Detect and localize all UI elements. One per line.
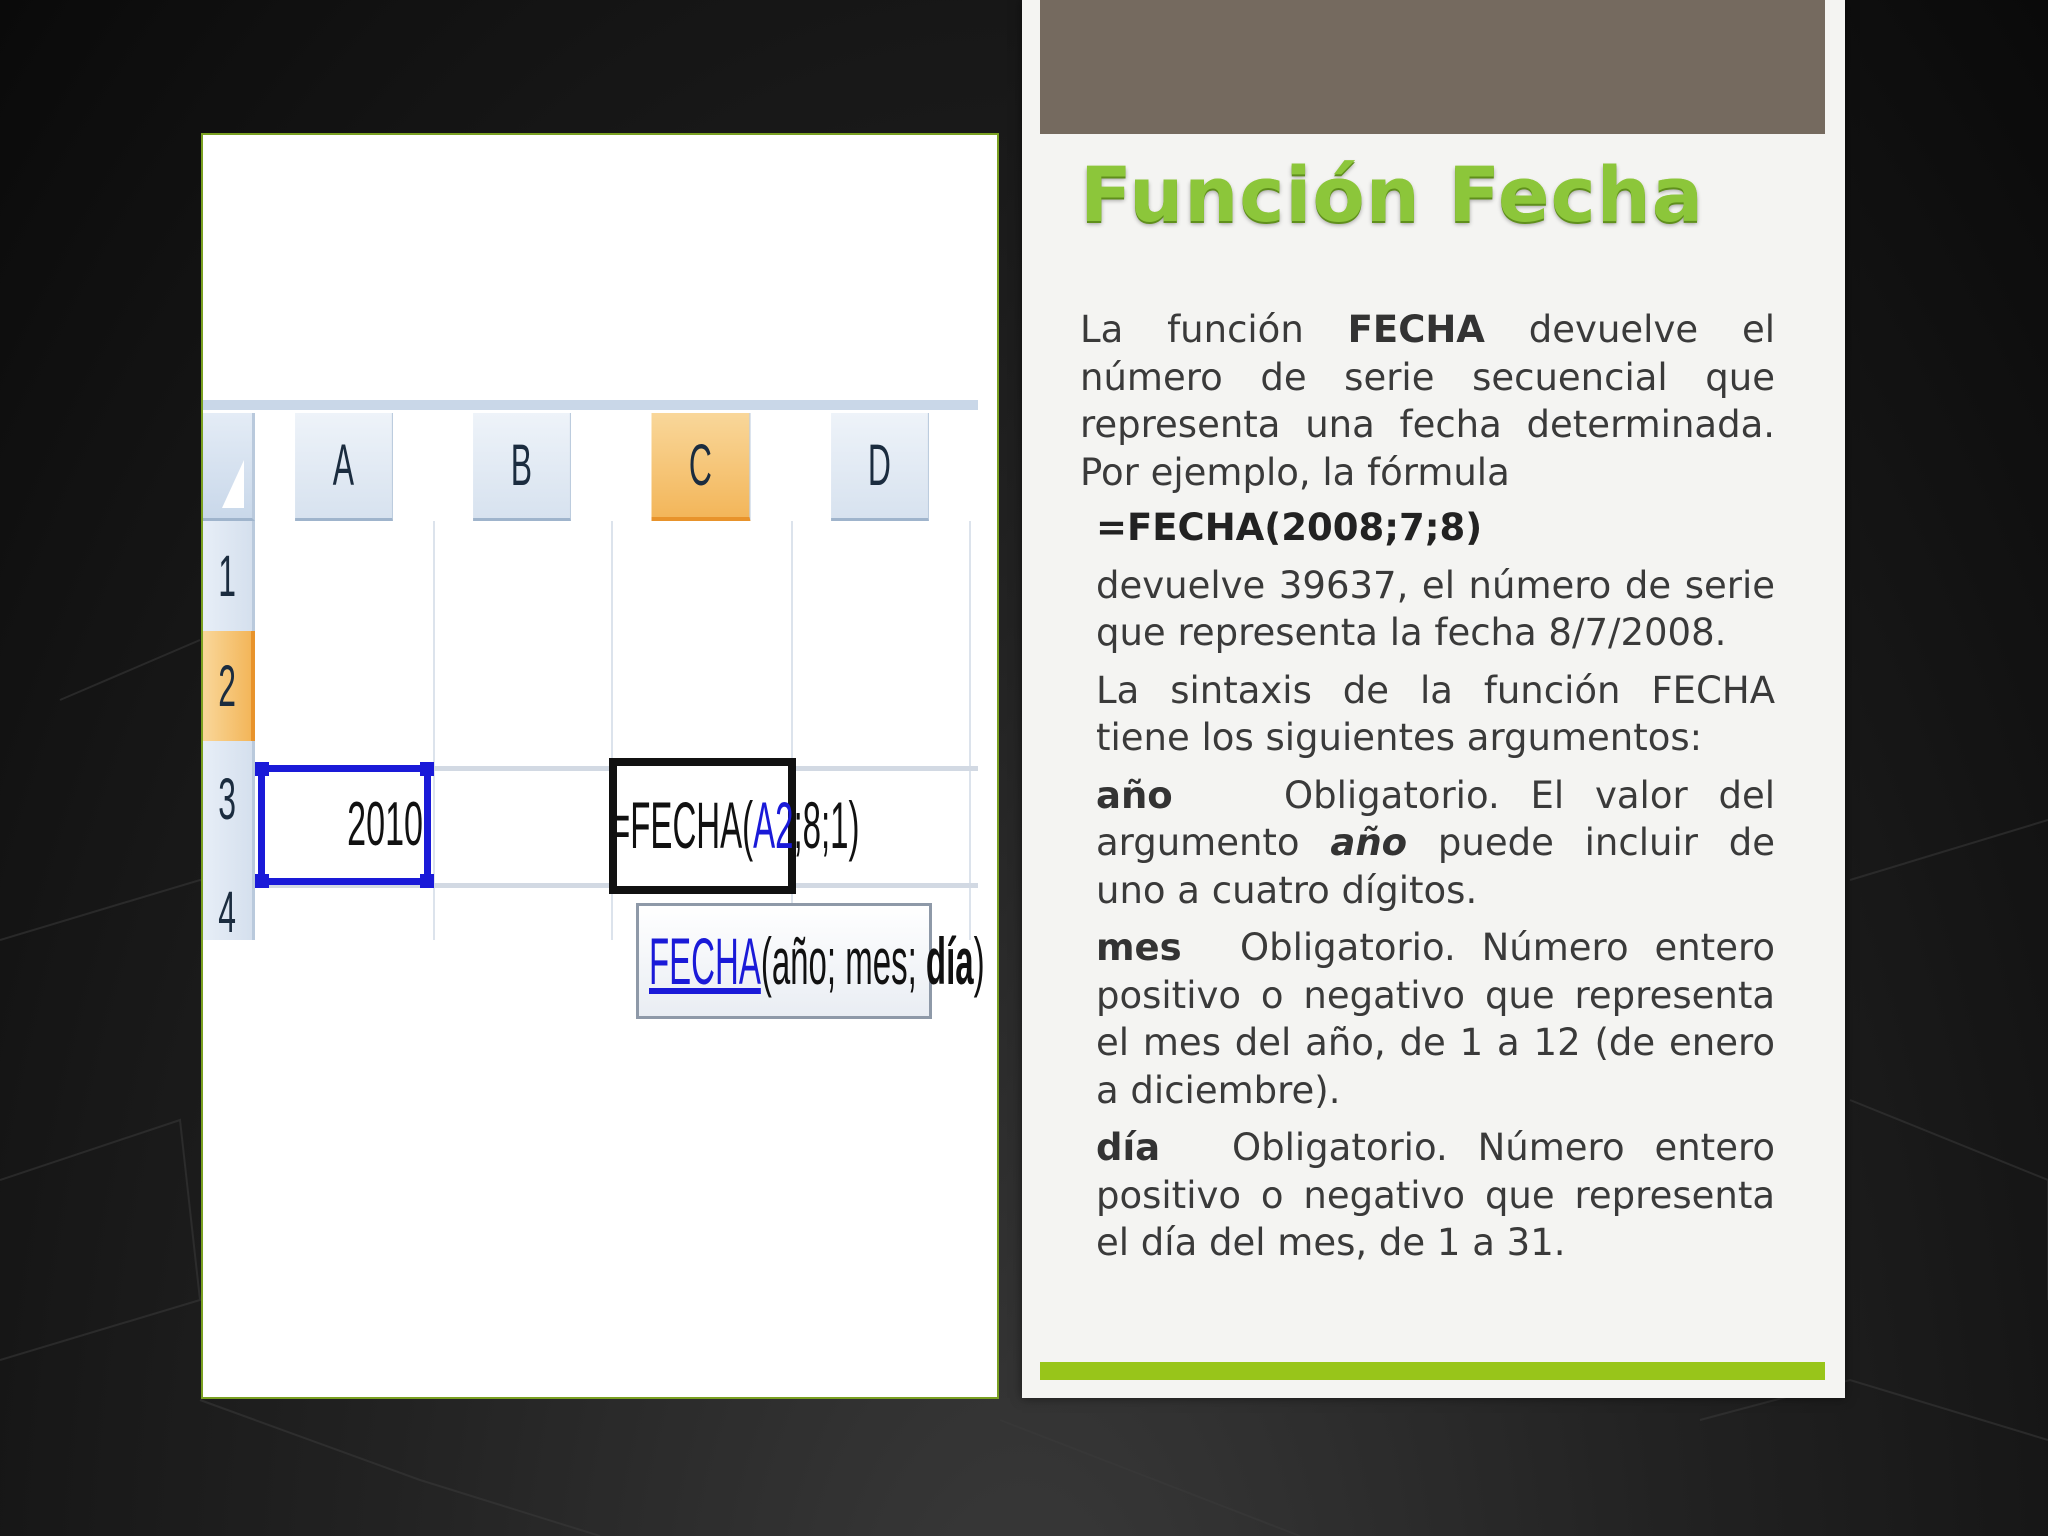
argument-description: Obligatorio. Número entero positivo o ne…: [1096, 926, 1775, 1112]
grid-line: [969, 521, 971, 940]
row-header-3: 3: [203, 741, 255, 857]
intro-text: La función: [1080, 308, 1348, 351]
spreadsheet-screenshot: A B C D 1 2 3 4 2010 =FECHA(A2;8;1) FECH…: [201, 133, 999, 1399]
tooltip-current-arg: día: [925, 924, 974, 998]
argument-emphasis: año: [1330, 821, 1408, 864]
grid-line: [611, 521, 613, 940]
argument-description: Obligatorio. Número entero positivo o ne…: [1096, 1126, 1775, 1264]
row-header-2: 2: [203, 631, 255, 741]
header-band: [1040, 0, 1825, 134]
column-header-a: A: [295, 413, 393, 521]
intro-text-rest: devuelve el número de serie secuencial q…: [1080, 308, 1775, 494]
cell-c2-formula: =FECHA(A2;8;1): [611, 765, 860, 885]
tooltip-args: (año; mes;: [760, 924, 926, 998]
argument-name: año: [1096, 773, 1173, 817]
range-handle: [255, 874, 269, 888]
range-handle: [255, 762, 269, 776]
range-handle: [420, 762, 434, 776]
argument-name: mes: [1096, 926, 1182, 969]
slide-body: La función FECHA devuelve el número de s…: [1080, 306, 1775, 1267]
text-panel: Función Fecha La función FECHA devuelve …: [1022, 0, 1845, 1398]
formula-reference: A2: [753, 788, 794, 862]
range-highlight: [255, 762, 434, 888]
formula-prefix: =FECHA(: [611, 788, 754, 862]
intro-function-name: FECHA: [1347, 308, 1485, 351]
range-handle: [420, 874, 434, 888]
cell-a2-value: 2010: [347, 790, 423, 859]
paragraph-syntax: La sintaxis de la función FECHA tiene lo…: [1096, 668, 1775, 760]
formula-suffix: ;8;1): [793, 788, 860, 862]
argument-description-rest: puede incluir de uno a cuatro dígitos.: [1096, 821, 1775, 912]
column-header-c: C: [651, 413, 751, 521]
column-header-b: B: [473, 413, 571, 521]
argument-description: Obligatorio. El valor del argumento: [1096, 773, 1775, 865]
function-tooltip-text: FECHA(año; mes; día): [649, 907, 985, 1015]
grid-line: [791, 521, 793, 940]
tooltip-close: ): [973, 924, 985, 998]
sheet-top-border: [203, 400, 978, 410]
grid-line: [433, 521, 435, 940]
function-tooltip: [636, 903, 932, 1019]
select-all-corner: [203, 413, 255, 521]
cell-c2-active: [609, 758, 796, 894]
footer-accent-bar: [1040, 1362, 1825, 1380]
tooltip-function-name: FECHA: [649, 924, 761, 998]
column-header-d: D: [831, 413, 929, 521]
paragraph-intro: La función FECHA devuelve el número de s…: [1080, 306, 1775, 496]
paragraph-result: devuelve 39637, el número de serie que r…: [1096, 563, 1775, 655]
slide-title: Función Fecha: [1080, 150, 1705, 239]
row-header-1: 1: [203, 521, 255, 631]
row-header-4: 4: [203, 857, 255, 940]
formula-example: =FECHA(2008;7;8): [1096, 506, 1483, 549]
argument-name: día: [1096, 1126, 1161, 1169]
